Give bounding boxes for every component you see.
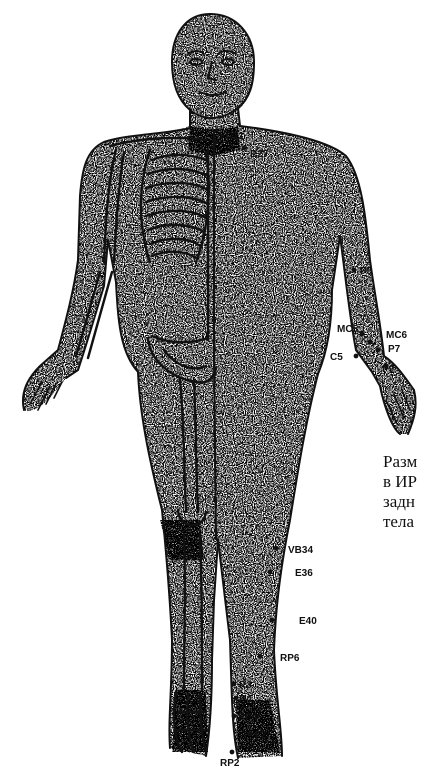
point-dot-e40	[270, 618, 275, 623]
caption-line-3: задн	[383, 492, 437, 512]
point-dot-vc21	[214, 140, 219, 145]
point-dot-c5	[354, 354, 359, 359]
point-label-f2: F2	[255, 730, 267, 741]
point-label-vc21: VC21	[219, 131, 244, 142]
point-dot-r3	[232, 682, 237, 687]
point-dot-mc6	[368, 340, 373, 345]
point-dot-mc5	[360, 332, 365, 337]
caption-line-1: Разм	[383, 452, 437, 472]
point-label-p5: P5	[360, 266, 373, 277]
point-label-p7: P7	[388, 344, 401, 355]
point-dot-p5	[352, 268, 357, 273]
point-dot-r4	[234, 696, 239, 701]
point-label-vb34: VB34	[288, 545, 313, 556]
body-stipple	[23, 14, 416, 758]
point-label-rp4: RP4	[238, 712, 258, 723]
point-dot-rp4	[232, 714, 237, 719]
caption-line-2: в ИР	[383, 472, 437, 492]
point-label-c5: C5	[330, 352, 343, 363]
point-label-rp6: RP6	[280, 653, 300, 664]
point-dot-vb34	[274, 546, 279, 551]
point-label-rp2: RP2	[220, 758, 240, 769]
point-dot-p7	[376, 348, 381, 353]
point-dot-rp6	[258, 654, 263, 659]
point-dot-r27	[242, 146, 247, 151]
point-dot-e36	[268, 570, 273, 575]
point-label-p9: P9	[382, 364, 395, 375]
point-label-mc6: MC6	[386, 330, 408, 341]
point-dot-f2	[248, 732, 253, 737]
point-label-e36: E36	[295, 568, 313, 579]
point-label-r27: R27	[250, 149, 269, 160]
caption: Разм в ИР задн тела	[383, 452, 437, 532]
point-dot-rp2	[230, 750, 235, 755]
point-label-mc5: MC5	[337, 324, 359, 335]
point-label-r4: R4	[239, 694, 252, 705]
point-label-r3: R3	[239, 680, 252, 691]
point-label-e40: E40	[299, 616, 317, 627]
caption-line-4: тела	[383, 512, 437, 532]
